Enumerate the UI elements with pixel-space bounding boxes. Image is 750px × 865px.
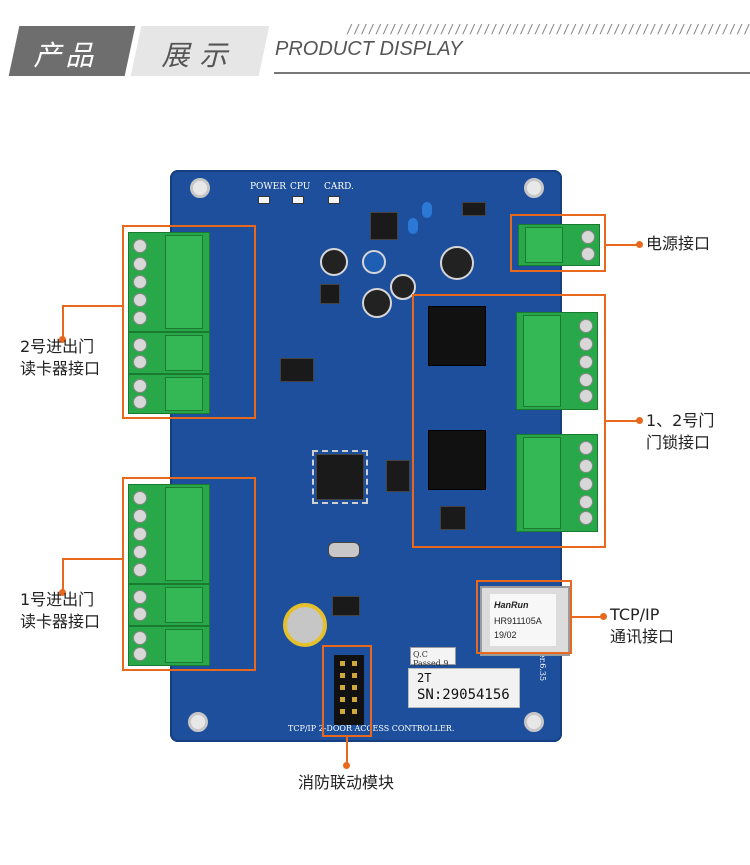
terminal-door1-reader-b[interactable]: [128, 584, 210, 626]
terminal-door2-reader-c[interactable]: [128, 374, 210, 414]
capacitor-4: [362, 288, 392, 318]
led-cpu: [292, 196, 304, 204]
header-slash-decoration: ////////////////////////////////////////…: [346, 22, 750, 36]
ic-chip-bottom: [332, 596, 360, 616]
diode-top: [462, 202, 486, 216]
mount-hole-top-left: [190, 178, 210, 198]
silk-power: POWER: [250, 182, 287, 192]
rj45-port[interactable]: HanRun HR911105A 19/02: [480, 586, 570, 656]
mount-hole-bottom-left: [188, 712, 208, 732]
callout-line-door-lock: [606, 420, 640, 422]
mount-hole-top-right: [524, 178, 544, 198]
capacitor-blue: [362, 250, 386, 274]
terminal-door2-reader-a[interactable]: [128, 232, 210, 332]
callout-line-door1-h: [62, 558, 122, 560]
label-tcpip-line2: 通讯接口: [610, 627, 675, 646]
label-tcpip-line1: TCP/IP: [610, 605, 660, 624]
rj45-brand: HanRun: [494, 600, 529, 610]
qc-sticker: Q.C Passed 9: [410, 647, 456, 668]
page-header: 产品 展示 //////////////////////////////////…: [0, 0, 750, 100]
label-power-interface: 电源接口: [646, 234, 711, 253]
serial-number-sticker: 2T SN:29054156: [408, 668, 520, 708]
label-door2-reader-line1: 2号进出门: [20, 337, 95, 356]
callout-box-door2-reader: [122, 225, 256, 419]
header-tab-display: 展示: [130, 26, 270, 76]
label-door-lock-line2: 门锁接口: [646, 433, 711, 452]
mcu-chip: [312, 450, 368, 504]
led-power: [258, 196, 270, 204]
silk-card: CARD.: [324, 182, 354, 192]
callout-dot-tcpip: [600, 613, 607, 620]
ic-chip-left: [280, 358, 314, 382]
capacitor-2: [440, 246, 474, 280]
callout-line-fire-link: [346, 737, 348, 765]
label-fire-link-module: 消防联动模块: [298, 773, 395, 792]
callout-box-power: [510, 214, 606, 272]
relay-door1: [428, 306, 486, 366]
fire-link-header[interactable]: [334, 655, 364, 725]
transistor: [320, 284, 340, 304]
callout-box-fire-link: [322, 645, 372, 737]
sn-model: 2T: [417, 671, 432, 685]
callout-line-door1: [62, 558, 64, 592]
label-door1-reader-line2: 读卡器接口: [20, 612, 101, 631]
crystal-oscillator: [328, 542, 360, 558]
sn-number: SN:29054156: [417, 687, 510, 703]
qc-sticker-text: Q.C Passed 9: [413, 650, 449, 668]
callout-line-tcpip: [572, 616, 602, 618]
silk-cpu: CPU: [290, 182, 311, 192]
header-subtitle: PRODUCT DISPLAY: [275, 38, 463, 60]
terminal-door1-reader-a[interactable]: [128, 484, 210, 584]
ceramic-cap-2: [408, 218, 418, 234]
rj45-model: HR911105A: [494, 616, 542, 626]
label-door-lock-line1: 1、2号门: [646, 411, 715, 430]
callout-dot-door2: [59, 336, 66, 343]
callout-box-door1-reader: [122, 477, 256, 671]
callout-box-door-lock: [412, 294, 606, 548]
regulator-chip: [370, 212, 398, 240]
led-card: [328, 196, 340, 204]
rj45-label: HanRun HR911105A 19/02: [490, 594, 556, 646]
header-tab-display-label: 展示: [161, 39, 238, 72]
callout-dot-fire-link: [343, 762, 350, 769]
header-tab-product-label: 产品: [33, 39, 98, 72]
rj45-date: 19/02: [494, 630, 517, 640]
ceramic-cap-1: [422, 202, 432, 218]
relay-door2: [428, 430, 486, 490]
coin-battery: [283, 603, 327, 647]
mount-hole-bottom-right: [524, 712, 544, 732]
callout-line-door2-h: [62, 305, 122, 307]
callout-line-door2: [62, 305, 64, 339]
terminal-door1-reader-c[interactable]: [128, 626, 210, 666]
capacitor-3: [390, 274, 416, 300]
callout-dot-door1: [59, 589, 66, 596]
header-tab-product: 产品: [8, 26, 136, 76]
callout-line-power: [606, 244, 640, 246]
header-divider: [274, 72, 750, 74]
callout-dot-power: [636, 241, 643, 248]
label-door2-reader-line2: 读卡器接口: [20, 359, 101, 378]
capacitor-1: [320, 248, 348, 276]
label-door1-reader-line1: 1号进出门: [20, 590, 95, 609]
ic-chip-right: [386, 460, 410, 492]
callout-dot-door-lock: [636, 417, 643, 424]
callout-box-tcpip: [476, 580, 572, 654]
ic-chip-mid-right: [440, 506, 466, 530]
terminal-door2-reader-b[interactable]: [128, 332, 210, 374]
